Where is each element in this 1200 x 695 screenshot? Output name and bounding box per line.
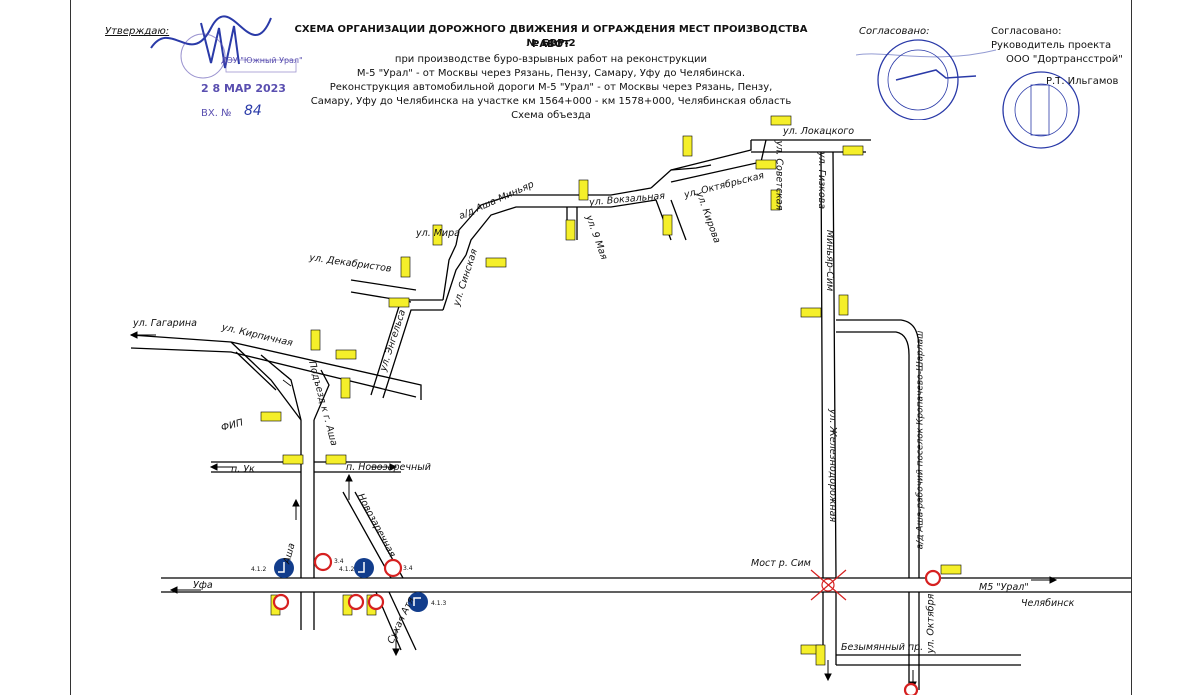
sign-label-34b: 3.4 (403, 565, 413, 572)
sign-3-4 (313, 552, 333, 572)
title-line-2: № БВР-2 (526, 38, 576, 49)
label-zheleznodorozhnaya: ул. Железнодорожная (827, 408, 839, 523)
detour-sign (260, 411, 282, 422)
detour-sign (565, 219, 576, 241)
sign-3-4 (367, 593, 385, 611)
sign-3-4 (347, 593, 365, 611)
agreed2-name: Р.Т. Ильгамов (1046, 76, 1119, 87)
label-gizkova: ул. Гизкова (816, 151, 828, 210)
label-pos-uk: п. Ук (231, 464, 255, 475)
title-line-4: М-5 "Урал" - от Москвы через Рязань, Пен… (356, 68, 746, 79)
approved-label: Утверждаю: (105, 26, 170, 37)
detour-sign (340, 377, 351, 399)
detour-signs (260, 115, 962, 666)
label-ufa: Уфа (193, 580, 213, 591)
label-m5: М5 "Урал" (979, 582, 1029, 593)
label-most-sim: Мост р. Сим (751, 558, 811, 569)
sign-3-4 (924, 569, 942, 587)
detour-sign (755, 159, 777, 170)
detour-sign (770, 189, 781, 211)
detour-sign (388, 297, 410, 308)
approval-stamp (150, 15, 297, 79)
label-minyar-sim: Миньяр-Сим (824, 229, 836, 292)
label-kropachevo: а/д Аша-рабочий поселок Кропачево-Шарлаш (915, 330, 926, 550)
title-line-3: при производстве буро-взрывных работ на … (394, 54, 708, 65)
agreed2-role: Руководитель проекта (991, 40, 1112, 51)
hatching (280, 371, 292, 387)
detour-sign (770, 115, 792, 126)
label-sovetskaya: ул. Советская (773, 140, 785, 211)
detour-sign (432, 224, 443, 246)
detour-sign (310, 329, 321, 351)
detour-sign (800, 307, 822, 318)
detour-sign (485, 257, 507, 268)
detour-sign (940, 564, 962, 575)
bridge-marker (810, 569, 847, 601)
label-chelyabinsk: Челябинск (1021, 598, 1075, 609)
detour-sign (282, 454, 304, 465)
detour-sign (335, 349, 357, 360)
detour-sign (682, 135, 693, 157)
sign-label-34: 3.4 (334, 558, 344, 565)
agreed1-label: Согласовано: (859, 26, 930, 37)
label-mira: ул. Мира (416, 228, 460, 239)
title-line-5: Реконструкция автомобильной дороги М-5 "… (329, 82, 773, 93)
sign-label-412: 4.1.2 (251, 566, 267, 573)
label-oktyabrya: ул. Октября (925, 593, 937, 654)
label-novozarechny: п. Новозаречный (346, 462, 431, 473)
detour-map (129, 115, 1131, 695)
detour-sign (578, 179, 589, 201)
label-bezymyanny: Безымянный пр. (841, 642, 924, 653)
agreement-stamp-1 (856, 39, 997, 120)
detour-sign (400, 256, 411, 278)
label-lokatskogo: ул. Локацкого (783, 126, 855, 137)
detour-sign (838, 294, 849, 316)
sign-label-412b: 4.1.2 (339, 566, 355, 573)
title-line-6: Самару, Уфу до Челябинска на участке км … (310, 96, 792, 107)
incoming-number: 84 (244, 103, 262, 119)
direction-arrows (129, 331, 1058, 690)
agreed2-org: ООО "Дортрансстрой" (1006, 54, 1123, 65)
sign-3-4 (383, 558, 403, 578)
detour-sign (325, 454, 347, 465)
scheme-sheet: Утверждаю: ДЭУ "Южный Урал" 2 8 МАР 2023… (70, 0, 1132, 695)
sign-label-413: 4.1.3 (431, 600, 447, 607)
stamp-date: 2 8 МАР 2023 (201, 82, 286, 95)
title-line-1: СХЕМА ОРГАНИЗАЦИИ ДОРОЖНОГО ДВИЖЕНИЯ И О… (294, 24, 808, 50)
road-network (130, 139, 1131, 690)
label-gagarina: ул. Гагарина (133, 318, 197, 329)
title-line-7: Схема объезда (511, 110, 591, 121)
detour-sign (815, 644, 826, 666)
incoming-label: ВХ. № (201, 108, 232, 119)
prohibition-signs (272, 552, 942, 695)
sign-3-4 (903, 682, 919, 695)
mandatory-direction-signs (274, 558, 428, 612)
sign-3-4 (272, 593, 290, 611)
agreed2-label: Согласовано: (991, 26, 1062, 37)
org-stamp-text: ДЭУ "Южный Урал" (221, 56, 303, 65)
sign-4-1-3 (408, 592, 428, 612)
detour-sign (662, 214, 673, 236)
agreement-stamp-2 (1002, 71, 1080, 149)
detour-sign (842, 145, 864, 156)
